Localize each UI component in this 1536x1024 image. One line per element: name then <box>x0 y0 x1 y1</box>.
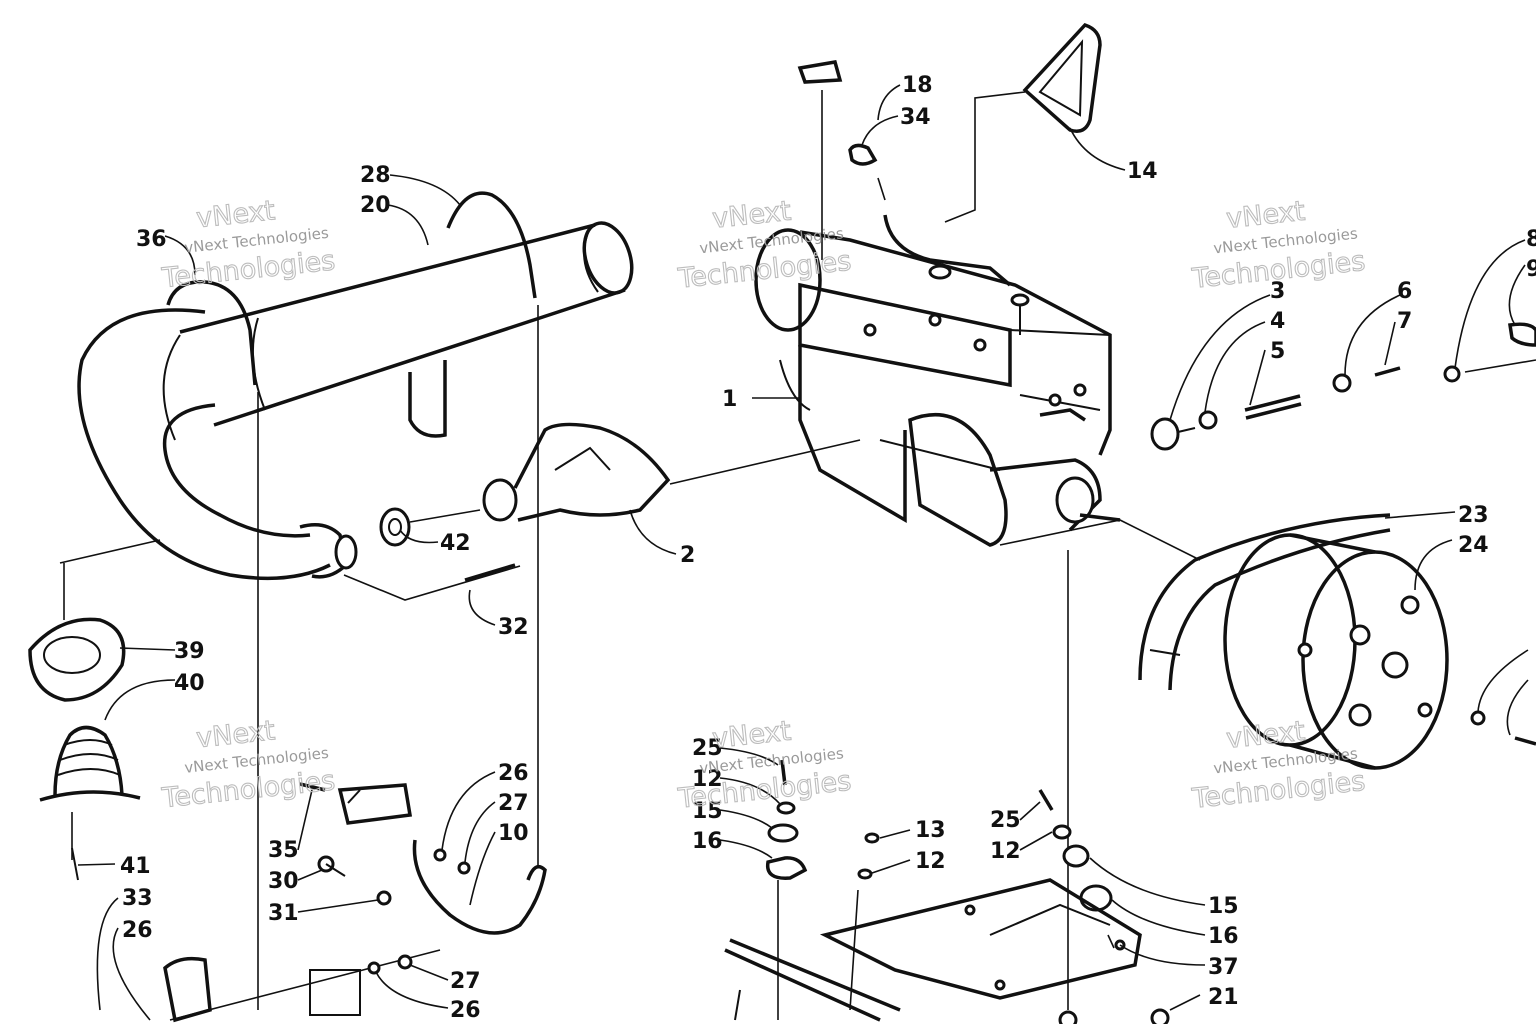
callout-13: 13 <box>915 818 946 843</box>
spring-36 <box>166 280 259 1010</box>
callout-37: 37 <box>1208 955 1239 980</box>
callout-26-b: 26 <box>498 761 529 786</box>
engine-plate <box>819 878 1142 1000</box>
exhaust-manifold-2 <box>482 422 671 522</box>
spring-28 <box>446 191 539 868</box>
starter-handle-14 <box>944 22 1102 223</box>
callout-9: 9 <box>1526 257 1536 282</box>
callout-8: 8 <box>1526 227 1536 252</box>
decal-18 <box>797 60 843 260</box>
callout-15-b: 15 <box>1208 894 1239 919</box>
watermark-top-left: vNext vNext Technologies Technologies <box>159 195 337 295</box>
knob-3 <box>1150 417 1196 451</box>
callout-28: 28 <box>360 163 391 188</box>
callout-16-a: 16 <box>692 829 723 854</box>
callout-35: 35 <box>268 838 299 863</box>
callout-21: 21 <box>1208 985 1239 1010</box>
nut-8 <box>1443 359 1536 383</box>
watermark-brand-top: vNext <box>195 195 277 234</box>
callout-33: 33 <box>122 886 153 911</box>
callout-7: 7 <box>1397 309 1412 334</box>
clutch-24 <box>1223 533 1449 770</box>
nut-4 <box>1198 410 1218 430</box>
callout-30: 30 <box>268 869 299 894</box>
watermark-top-right: vNext vNext Technologies Technologies <box>1189 195 1367 295</box>
callout-34: 34 <box>900 105 931 130</box>
watermark-brand-top: vNext <box>1225 196 1307 235</box>
bolt-7 <box>1374 366 1401 377</box>
part-9 <box>1508 322 1536 347</box>
callout-6: 6 <box>1397 279 1412 304</box>
callout-5: 5 <box>1270 339 1285 364</box>
boot-40 <box>39 725 141 860</box>
watermark-top-center: vNext vNext Technologies Technologies <box>675 195 853 295</box>
callout-10: 10 <box>498 821 529 846</box>
callout-15-a: 15 <box>692 799 723 824</box>
callout-40: 40 <box>174 671 205 696</box>
callout-39: 39 <box>174 639 205 664</box>
callout-27-a: 27 <box>498 791 529 816</box>
callout-12-b: 12 <box>915 849 946 874</box>
callout-31: 31 <box>268 901 299 926</box>
seal-ring-39 <box>28 617 126 702</box>
callout-26-c: 26 <box>450 998 481 1023</box>
watermark-brand-top: vNext <box>711 716 793 755</box>
watermark-brand-top: vNext <box>195 715 277 754</box>
callout-20: 20 <box>360 193 391 218</box>
callout-12-c: 12 <box>990 839 1021 864</box>
exhaust-seal-42 <box>379 507 411 547</box>
callout-27-b: 27 <box>450 969 481 994</box>
callout-42: 42 <box>440 531 471 556</box>
watermark-bottom-center: vNext vNext Technologies Technologies <box>675 715 853 815</box>
nut-6 <box>1332 373 1352 393</box>
callout-26-a: 26 <box>122 918 153 943</box>
mount-right <box>1038 789 1115 949</box>
watermark-brand-top: vNext <box>711 196 793 235</box>
bottom-nuts <box>1058 1008 1170 1024</box>
callout-2: 2 <box>680 543 695 568</box>
leader-lines <box>77 84 1529 1021</box>
small-hardware <box>71 782 471 975</box>
callout-23: 23 <box>1458 503 1489 528</box>
callout-12-a: 12 <box>692 767 723 792</box>
pin-5 <box>1244 394 1302 420</box>
callout-18: 18 <box>902 73 933 98</box>
mount-left <box>765 759 808 1020</box>
callout-32: 32 <box>498 615 529 640</box>
clip-34 <box>848 143 886 201</box>
callout-4: 4 <box>1270 309 1285 334</box>
watermark-bottom-left: vNext vNext Technologies Technologies <box>159 715 337 815</box>
callout-14: 14 <box>1127 159 1158 184</box>
callout-24: 24 <box>1458 533 1489 558</box>
spring-32 <box>464 563 516 582</box>
callout-36: 36 <box>136 227 167 252</box>
frame-rail <box>724 938 901 1022</box>
bottom-bracket <box>163 949 441 1023</box>
spring-10 <box>412 839 547 935</box>
callout-25-a: 25 <box>692 736 723 761</box>
watermark-bottom-right: vNext vNext Technologies Technologies <box>1189 715 1367 815</box>
heat-shield-bracket <box>337 783 413 825</box>
callout-25-b: 25 <box>990 808 1021 833</box>
exhaust-pipe <box>77 308 358 581</box>
callout-1: 1 <box>722 387 737 412</box>
watermark-brand-top: vNext <box>1225 716 1307 755</box>
callout-16-b: 16 <box>1208 924 1239 949</box>
engine <box>754 214 1201 1010</box>
callout-labels: 18 34 14 28 20 36 3 4 5 6 7 8 9 1 2 42 3… <box>120 73 1536 1023</box>
bolt-right-lower <box>1470 710 1536 746</box>
callout-3: 3 <box>1270 279 1285 304</box>
callout-41: 41 <box>120 854 151 879</box>
drive-belt-23 <box>1138 513 1391 691</box>
